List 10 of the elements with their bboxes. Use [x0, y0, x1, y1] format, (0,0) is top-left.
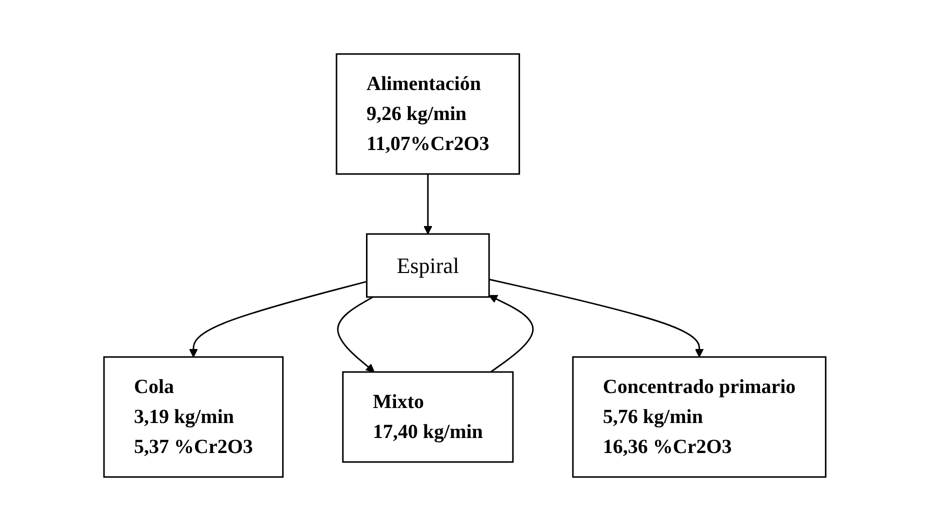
arrow — [188, 280, 367, 358]
node-box: Alimentación 9,26 kg/min 11,07%Cr2O3 — [335, 53, 520, 175]
arrow — [488, 278, 704, 358]
arrow — [336, 296, 374, 372]
node-box: Concentrado primario 5,76 kg/min 16,36 %Cr2O3 — [572, 356, 826, 478]
node-box: Mixto 17,40 kg/min — [342, 371, 514, 463]
node-box: Espiral — [366, 233, 490, 298]
arrow — [488, 294, 534, 373]
node-box: Cola 3,19 kg/min 5,37 %Cr2O3 — [102, 356, 284, 478]
arrow — [423, 174, 432, 234]
